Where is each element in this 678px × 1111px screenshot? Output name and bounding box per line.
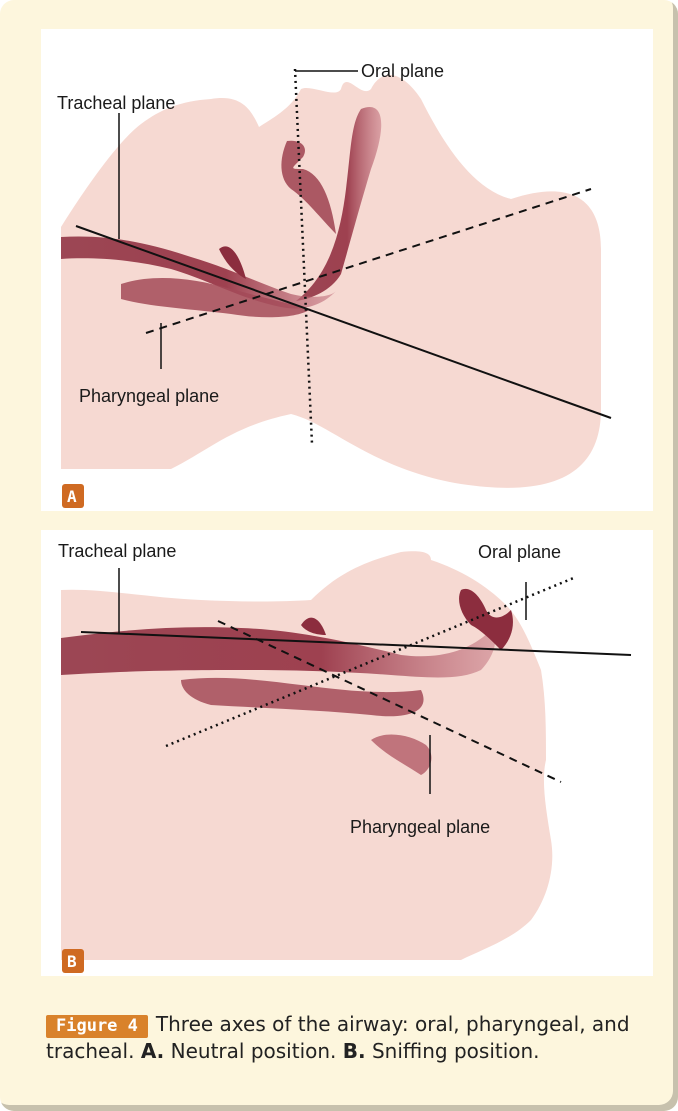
oral-plane-label: Oral plane	[478, 542, 561, 562]
caption-a-label: A.	[141, 1039, 164, 1063]
panel-b-sniffing: Tracheal plane Oral plane Pharyngeal pla…	[41, 530, 653, 976]
tracheal-plane-label: Tracheal plane	[58, 541, 176, 561]
panel-a-badge-text: A	[67, 487, 77, 506]
panel-b-illustration: Tracheal plane Oral plane Pharyngeal pla…	[41, 530, 653, 976]
caption-b-text: Sniffing position.	[372, 1039, 540, 1063]
panel-a-illustration: Oral plane Tracheal plane Pharyngeal pla…	[41, 29, 653, 511]
oral-plane-label: Oral plane	[361, 61, 444, 81]
caption-b-label: B.	[343, 1039, 366, 1063]
panel-b-badge-text: B	[67, 952, 77, 971]
caption-a-text: Neutral position.	[171, 1039, 337, 1063]
panel-a-neutral: Oral plane Tracheal plane Pharyngeal pla…	[41, 29, 653, 511]
pharyngeal-plane-label: Pharyngeal plane	[350, 817, 490, 837]
pharyngeal-plane-label: Pharyngeal plane	[79, 386, 219, 406]
tracheal-plane-label: Tracheal plane	[57, 93, 175, 113]
figure-number-badge: Figure 4	[46, 1015, 148, 1038]
